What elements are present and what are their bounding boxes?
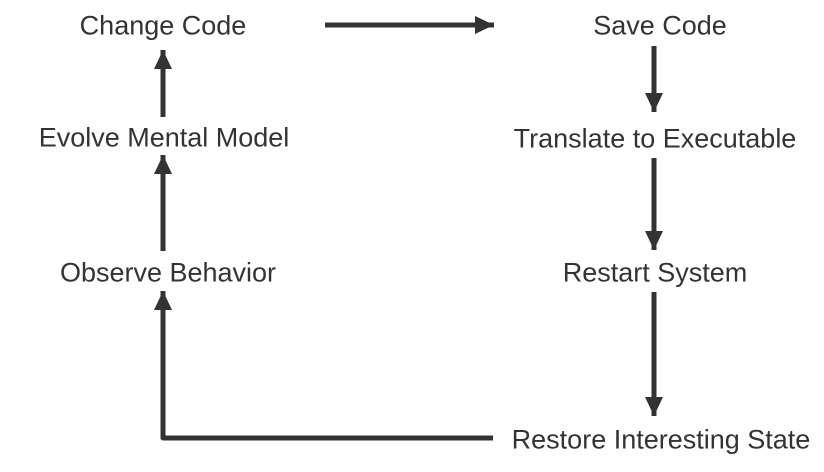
node-restore-interesting-state: Restore Interesting State xyxy=(511,424,811,455)
node-restart-system: Restart System xyxy=(562,257,748,288)
node-observe-behavior: Observe Behavior xyxy=(59,257,277,288)
arrow-restore-to-observe xyxy=(154,290,493,441)
node-save-code: Save Code xyxy=(593,10,727,41)
node-translate-to-executable: Translate to Executable xyxy=(513,123,797,154)
node-change-code: Change Code xyxy=(79,10,247,41)
node-evolve-mental-model: Evolve Mental Model xyxy=(38,122,290,153)
